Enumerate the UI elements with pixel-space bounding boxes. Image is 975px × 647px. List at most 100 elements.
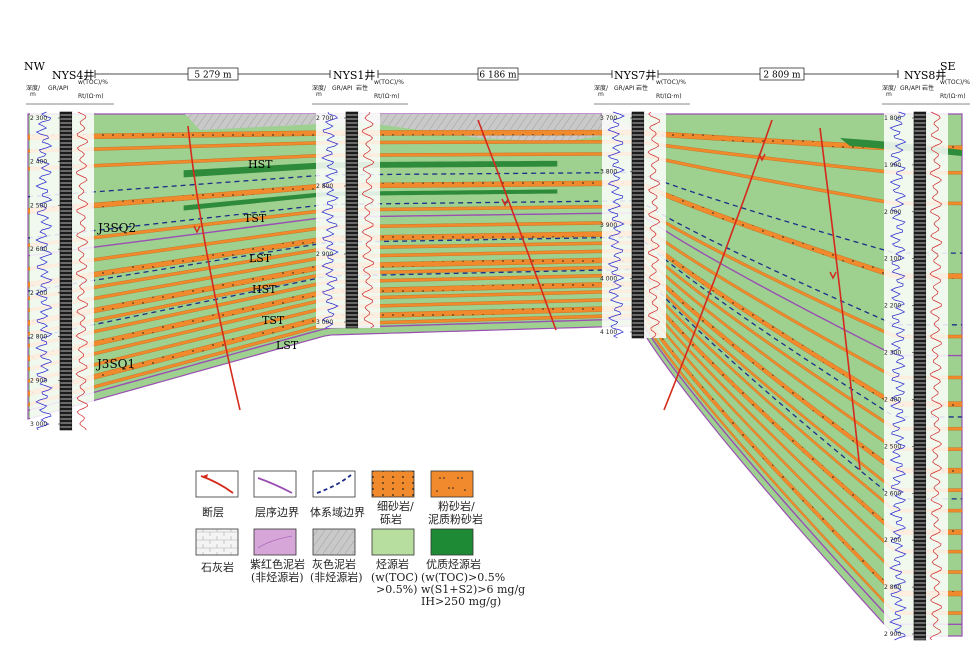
- quality-source-band: [183, 160, 558, 178]
- well-header-nys1: 深度/ m GR/API 岩性 w(TOC)/% Rt/(Ω·m): [312, 79, 408, 105]
- lithology-column: [913, 111, 927, 641]
- legend-item-limestone: 石灰岩: [195, 528, 239, 574]
- sequence-label-j3sq1: J3SQ1: [95, 357, 135, 371]
- legend: 断层 层序边界 体系域边界 细砂岩/ 砾岩 粉砂岩/: [195, 470, 525, 608]
- fault-arrow-icon: [829, 271, 837, 280]
- tract-label-tst-upper: TST: [244, 212, 267, 225]
- quality-source-rock-icon: [430, 528, 474, 556]
- fault-line-2: [477, 119, 557, 331]
- sand-layer-dots: [28, 257, 962, 474]
- depth-tick-label: 2 200: [884, 303, 901, 310]
- depth-tick-label: 2 500: [30, 202, 47, 209]
- legend-item-fault: 断层: [195, 470, 239, 519]
- well-header-nys8: 深度/ m GR/API 岩性 w(TOC)/% Rt/(Ω·m): [882, 79, 970, 105]
- legend-label-silt-1: 粉砂岩/: [438, 499, 475, 513]
- depth-tick-label: 3 700: [600, 115, 617, 122]
- legend-label-quality-4: IH>250 mg/g): [421, 595, 501, 608]
- well-name-nys1: NYS1井: [333, 68, 375, 82]
- legend-label-source-rock-1: 烃源岩: [376, 557, 409, 571]
- toc-label: w(TOC)/%: [656, 79, 686, 86]
- resistivity-curve: [75, 111, 89, 431]
- depth-tick-label: 4 000: [600, 276, 617, 283]
- legend-item-red-mud: 紫红色泥岩 (非烃源岩): [250, 528, 305, 584]
- depth-tick-label: 2 600: [884, 490, 901, 497]
- depth-tick-label: 2 800: [884, 584, 901, 591]
- sand-layer-dots: [28, 231, 962, 407]
- depth-tick-label: 2 500: [884, 443, 901, 450]
- sand-layer-dots: [28, 281, 962, 535]
- gr-curve: [607, 111, 625, 339]
- lith-label: 岩性: [356, 84, 368, 92]
- legend-label-seq-boundary: 层序边界: [255, 505, 299, 519]
- lithology-column: [59, 111, 73, 431]
- sequence-boundary-line: [27, 318, 962, 626]
- tract-label-lst-upper: LST: [249, 252, 272, 265]
- sand-layer-dots: [28, 305, 962, 597]
- rt-label: Rt/(Ω·m): [656, 93, 682, 100]
- legend-label-quality-1: 优质烃源岩: [426, 557, 481, 571]
- sequence-boundary-icon: [257, 477, 293, 494]
- depth-tick-label: 2 700: [884, 537, 901, 544]
- legend-item-silt: 粉砂岩/ 泥质粉砂岩: [428, 470, 483, 526]
- depth-label: 深度/: [26, 84, 41, 92]
- well-name-nys8: NYS8井: [904, 68, 946, 82]
- legend-label-silt-2: 泥质粉砂岩: [428, 512, 483, 526]
- depth-tick-label: 2 900: [884, 631, 901, 638]
- depth-tick-label: 2 900: [30, 377, 47, 384]
- lithology-column: [631, 111, 645, 339]
- sand-layer-dots: [28, 130, 962, 151]
- fine-sand-pattern-icon: [372, 471, 414, 497]
- sequence-boundary-line: [27, 212, 962, 357]
- gr-label: GR/API: [48, 85, 69, 92]
- legend-label-source-rock-3: >0.5%): [376, 583, 417, 596]
- tract-boundary-line: [27, 171, 962, 254]
- legend-item-quality-source: 优质烃源岩 (w(TOC)>0.5% w(S1+S2)>6 mg/g IH>25…: [421, 528, 525, 608]
- depth-tick-label: 2 400: [30, 159, 47, 166]
- gr-curve: [321, 111, 339, 329]
- depth-tick-label: 2 300: [884, 350, 901, 357]
- resistivity-curve: [647, 111, 661, 339]
- rt-label: Rt/(Ω·m): [374, 93, 400, 100]
- depth-tick-label: 2 700: [30, 290, 47, 297]
- depth-label: 深度/: [882, 84, 897, 92]
- fault-arrow-icon: [758, 153, 766, 162]
- resistivity-track-background: [358, 112, 380, 328]
- resistivity-curve: [929, 111, 943, 641]
- tract-boundary-icon: [316, 474, 352, 494]
- depth-tick-label: 1 800: [884, 115, 901, 122]
- depth-tick-label: 2 700: [316, 115, 333, 122]
- section-labels: HST TST LST HST TST LST J3SQ2 J3SQ1: [95, 158, 299, 371]
- distance-3: 2 809 m: [763, 71, 801, 81]
- legend-label-tract-boundary: 体系域边界: [310, 505, 365, 519]
- well-name-nys7: NYS7井: [614, 68, 656, 82]
- rt-label: Rt/(Ω·m): [940, 93, 966, 100]
- rt-label: Rt/(Ω·m): [78, 93, 104, 100]
- toc-label: w(TOC)/%: [78, 79, 108, 86]
- depth-tick-label: 2 600: [30, 246, 47, 253]
- fault-arrow-icon: [501, 198, 509, 207]
- depth-label: 深度/: [594, 84, 609, 92]
- tract-boundary-line: [27, 236, 962, 418]
- red-mudstone-icon: [253, 528, 297, 556]
- depth-tick-label: 3 900: [600, 222, 617, 229]
- resistivity-curve: [361, 111, 375, 329]
- well-name-nys4: NYS4井: [52, 68, 94, 82]
- fault-line-3: [663, 119, 773, 411]
- gr-curve: [35, 111, 53, 431]
- log-track-background: [316, 112, 346, 328]
- legend-item-tract-boundary: 体系域边界: [310, 470, 365, 519]
- sand-layer-dots: [28, 180, 962, 279]
- grey-mudstone-icon: [313, 529, 355, 555]
- well-header-nys4: 深度/ m GR/API w(TOC)/% Rt/(Ω·m): [26, 79, 114, 105]
- legend-item-seq-boundary: 层序边界: [253, 470, 299, 519]
- legend-label-red-mud-1: 紫红色泥岩: [250, 557, 305, 571]
- depth-unit: m: [886, 91, 892, 98]
- orientation-left: NW: [24, 60, 46, 73]
- depth-tick-label: 2 000: [884, 209, 901, 216]
- orientation-right: SE: [940, 60, 956, 73]
- legend-label-red-mud-2: (非烃源岩): [251, 570, 304, 584]
- legend-item-source-rock: 烃源岩 (w(TOC) >0.5%): [371, 528, 418, 596]
- toc-label: w(TOC)/%: [374, 79, 404, 86]
